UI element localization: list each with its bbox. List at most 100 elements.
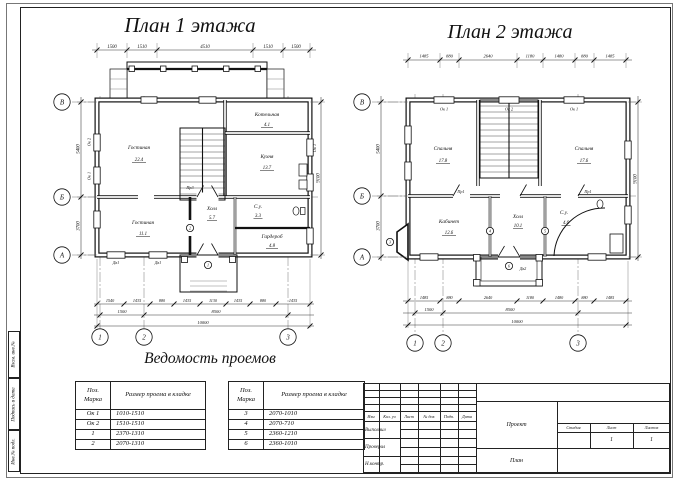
col-header-size: Размер проема в кладке	[110, 381, 206, 410]
stamp-sheets-total: 1	[650, 437, 653, 443]
stamp-drawing-name: План	[510, 457, 523, 464]
dim-label: 1485	[420, 295, 428, 300]
stamp-col-koluch: Кол. уч	[383, 414, 396, 419]
room-area: 4.8	[269, 244, 276, 249]
axis-label: 3	[575, 339, 580, 347]
dim-label: 1540	[106, 298, 115, 303]
dim-label: 10000	[511, 319, 523, 324]
room-name: Гардероб	[260, 233, 282, 240]
axis-label: Б	[59, 193, 64, 201]
cell-mark: Ок 2	[75, 419, 111, 430]
opening-mark: Пр1	[456, 189, 464, 194]
opening-mark: Пр3	[185, 185, 193, 190]
dim-label: 1180	[526, 54, 535, 59]
opening-mark: Дв1	[112, 260, 120, 265]
dim-label: 1485	[606, 295, 614, 300]
opening-mark: Ок 1	[570, 107, 578, 112]
dim-label: 3700	[76, 221, 81, 231]
position-mark: 2	[189, 226, 191, 231]
stamp-stage-header: Стадия	[566, 425, 581, 430]
plan1-stairs	[179, 127, 226, 201]
axis-label: 3	[285, 333, 290, 341]
dim-label: 1435	[183, 298, 191, 303]
opening-mark: Ок 2	[87, 138, 92, 146]
room-area: 3.3	[255, 214, 262, 219]
axis-label: В	[360, 98, 365, 106]
dim-label: 880	[260, 298, 267, 303]
cell-size: 2370-1310	[110, 429, 206, 440]
plan1-opening-marks: Ок 2 Ок 1 Ок 1 Дв1 Дв1 Пр3 1 2	[87, 138, 317, 269]
stamp-col-data: Дата	[462, 414, 472, 419]
dim-label: 10000	[197, 320, 209, 325]
cell-size: 2070-1010	[263, 409, 365, 420]
opening-mark: Ок 2	[505, 107, 513, 112]
stamp-role-ncontrol: Н.контр.	[365, 462, 385, 467]
plan2-opening-marks: Ок 1 Ок 2 Ок 1 Пр1 Пр1 Дв2 3 4 5 6	[386, 107, 592, 271]
col-header-size: Размер проема в кладке	[263, 381, 365, 410]
frame-label: Подпись и дата	[11, 386, 17, 422]
axis-label: А	[59, 251, 65, 259]
room-area: 11.1	[139, 232, 147, 237]
dim-label: 1435	[234, 298, 242, 303]
dim-label: 880	[581, 295, 588, 300]
dim-label: 8500	[506, 307, 516, 312]
dim-label: 1480	[555, 54, 565, 59]
axis-label: А	[359, 253, 365, 261]
plan2-axis-marks: В Б А 1 2 3	[353, 93, 587, 352]
plan2-room-labels: Спальня 17.8 Спальня 17.6 Кабинет 12.6 Х…	[434, 146, 594, 236]
openings-table-title: Ведомость проемов	[144, 350, 276, 367]
stamp-col-ndok: № док	[423, 414, 435, 419]
dim-label: 880	[446, 54, 454, 59]
frame-cell-podpis: Подпись и дата	[8, 378, 20, 430]
axis-label: 2	[142, 333, 146, 341]
dim-label: 8500	[212, 309, 222, 314]
dim-label: 1485	[420, 54, 430, 59]
position-mark: 6	[508, 264, 510, 269]
cell-mark: 2	[75, 439, 111, 450]
dim-label: 1435	[133, 298, 141, 303]
room-name: Холл	[512, 214, 524, 220]
frame-cell-inv: Инв.№ подл.	[8, 430, 20, 472]
plan2-title: План 2 этажа	[447, 21, 573, 43]
col-header-pos: Поз. Марка	[228, 381, 264, 410]
dim-label: 1180	[526, 295, 535, 300]
cell-size: 2360-1010	[263, 439, 365, 450]
dim-label: 3700	[376, 221, 381, 231]
opening-mark: Ок 1	[312, 144, 317, 152]
room-area: 13.7	[263, 166, 272, 171]
title-block: Изм Кол. уч Лист № док Подп. Дата Выполн…	[363, 383, 670, 473]
cell-size: 2070-710	[263, 419, 365, 430]
dim-label: 9100	[316, 173, 321, 183]
dim-label: 2640	[484, 295, 493, 300]
room-area: 4.6	[563, 221, 570, 226]
room-area: 12.6	[445, 231, 454, 236]
cell-size: 1510-1510	[110, 419, 206, 430]
plan2-drawing: 1485 880 2640 1180 1480 880 1485 5400 37…	[353, 53, 642, 352]
plan1-walls	[94, 97, 313, 258]
axis-label: 1	[413, 339, 417, 347]
room-name: Гостиная	[127, 145, 150, 151]
col-header-pos: Поз. Марка	[75, 381, 111, 410]
stamp-role-author: Выполнил	[365, 427, 386, 433]
stamp-project-name: Проект	[506, 421, 527, 428]
room-area: 17.6	[580, 159, 589, 164]
dim-label: 5400	[376, 144, 381, 154]
outer-border	[6, 3, 673, 478]
plan2-dimensions: 1485 880 2640 1180 1480 880 1485 5400 37…	[376, 53, 642, 328]
plan1-dimensions: 1500 1510 4510 1510 1500 5400 3700 9100 …	[76, 43, 325, 329]
room-area: 17.8	[439, 159, 448, 164]
plan1-terrace	[109, 61, 285, 101]
axis-label: В	[60, 98, 65, 106]
frame-label: Взам. инв.№	[11, 341, 17, 368]
dim-label: 9100	[633, 174, 638, 184]
cell-mark: 5	[228, 429, 264, 440]
room-name: Кухня	[259, 154, 274, 160]
openings-table-right: Поз. Марка Размер проема в кладке 3 2070…	[228, 381, 365, 450]
position-mark: 5	[544, 229, 546, 234]
room-area: 4.1	[264, 123, 270, 128]
room-area: 22.4	[135, 158, 144, 163]
stamp-role-checker: Проверил	[365, 444, 386, 450]
dim-label: 1500	[291, 45, 301, 50]
dim-label: 1435	[289, 298, 297, 303]
